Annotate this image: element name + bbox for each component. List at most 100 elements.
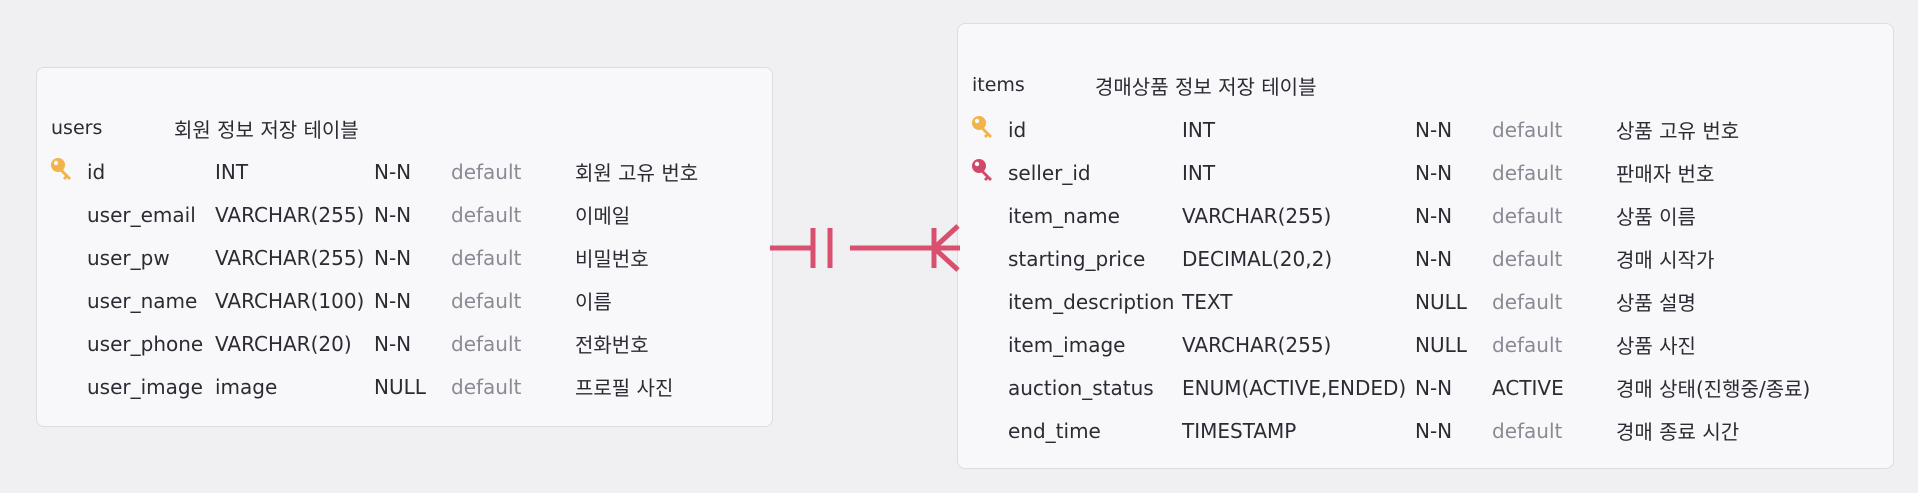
column-row-user-email[interactable]: user_email VARCHAR(255) N-N default 이메일	[37, 193, 772, 236]
column-comment: 회원 고유 번호	[575, 161, 699, 185]
column-comment: 상품 사진	[1616, 334, 1696, 358]
column-name: user_email	[87, 202, 196, 227]
column-comment: 판매자 번호	[1616, 162, 1715, 186]
column-name: item_description	[1008, 289, 1175, 314]
column-name: starting_price	[1008, 246, 1146, 271]
column-default: default	[1492, 203, 1563, 228]
column-row-end-time[interactable]: end_time TIMESTAMP N-N default 경매 종료 시간	[958, 409, 1893, 452]
column-type: DECIMAL(20,2)	[1182, 246, 1333, 271]
column-default: default	[1492, 246, 1563, 271]
table-comment: 회원 정보 저장 테이블	[174, 117, 359, 142]
relation-connector[interactable]	[770, 220, 960, 275]
table-name: users	[51, 117, 103, 139]
column-row-id[interactable]: id INT N-N default 상품 고유 번호	[958, 108, 1893, 151]
column-name: user_image	[87, 374, 203, 399]
column-type: ENUM(ACTIVE,ENDED)	[1182, 375, 1407, 400]
column-nullable: N-N	[374, 159, 412, 184]
column-comment: 상품 고유 번호	[1616, 119, 1740, 143]
column-type: INT	[1182, 117, 1216, 142]
primary-key-icon	[49, 156, 75, 187]
column-name: id	[87, 159, 106, 184]
column-comment: 경매 시작가	[1616, 248, 1715, 272]
column-type: VARCHAR(100)	[215, 288, 365, 313]
column-nullable: N-N	[1415, 160, 1453, 185]
column-nullable: N-N	[1415, 117, 1453, 142]
column-nullable: N-N	[374, 288, 412, 313]
column-default: default	[451, 331, 522, 356]
foreign-key-icon	[970, 157, 996, 188]
column-nullable: N-N	[374, 202, 412, 227]
users-table[interactable]: users 회원 정보 저장 테이블 id INT N-N default 회원 고유 …	[36, 67, 773, 427]
column-comment: 전화번호	[575, 333, 649, 357]
column-nullable: NULL	[374, 374, 426, 399]
one-and-only-one-marker	[810, 228, 833, 268]
column-type: INT	[215, 159, 249, 184]
column-nullable: N-N	[1415, 375, 1453, 400]
table-header: users 회원 정보 저장 테이블	[37, 112, 772, 144]
column-comment: 프로필 사진	[575, 376, 674, 400]
column-nullable: NULL	[1415, 289, 1467, 314]
column-nullable: N-N	[374, 245, 412, 270]
column-default: default	[451, 202, 522, 227]
column-comment: 상품 설명	[1616, 291, 1696, 315]
column-name: user_name	[87, 288, 198, 313]
column-default: default	[451, 159, 522, 184]
column-name: end_time	[1008, 418, 1101, 443]
column-type: TEXT	[1182, 289, 1233, 314]
column-row-item-description[interactable]: item_description TEXT NULL default 상품 설명	[958, 280, 1893, 323]
column-row-user-image[interactable]: user_image image NULL default 프로필 사진	[37, 365, 772, 408]
column-name: id	[1008, 117, 1027, 142]
column-type: VARCHAR(20)	[215, 331, 352, 356]
column-comment: 경매 종료 시간	[1616, 420, 1740, 444]
column-type: image	[215, 374, 278, 399]
column-row-item-name[interactable]: item_name VARCHAR(255) N-N default 상품 이름	[958, 194, 1893, 237]
column-type: VARCHAR(255)	[1182, 332, 1332, 357]
column-name: auction_status	[1008, 375, 1154, 400]
column-comment: 이름	[575, 290, 612, 314]
column-nullable: N-N	[374, 331, 412, 356]
column-default: default	[1492, 289, 1563, 314]
column-comment: 비밀번호	[575, 247, 649, 271]
column-type: VARCHAR(255)	[215, 202, 365, 227]
column-comment: 상품 이름	[1616, 205, 1696, 229]
column-row-seller-id[interactable]: seller_id INT N-N default 판매자 번호	[958, 151, 1893, 194]
column-name: user_phone	[87, 331, 204, 356]
column-row-user-phone[interactable]: user_phone VARCHAR(20) N-N default 전화번호	[37, 322, 772, 365]
column-type: TIMESTAMP	[1182, 418, 1297, 443]
column-default: default	[1492, 332, 1563, 357]
column-default: default	[451, 288, 522, 313]
column-nullable: N-N	[1415, 203, 1453, 228]
column-row-starting-price[interactable]: starting_price DECIMAL(20,2) N-N default 경매 …	[958, 237, 1893, 280]
table-header: items 경매상품 정보 저장 테이블	[958, 69, 1893, 101]
column-nullable: NULL	[1415, 332, 1467, 357]
column-type: INT	[1182, 160, 1216, 185]
primary-key-icon	[970, 114, 996, 145]
column-name: item_image	[1008, 332, 1126, 357]
column-comment: 경매 상태(진행중/종료)	[1616, 377, 1811, 401]
column-type: VARCHAR(255)	[1182, 203, 1332, 228]
column-comment: 이메일	[575, 204, 631, 228]
column-nullable: N-N	[1415, 418, 1453, 443]
table-name: items	[972, 74, 1025, 96]
table-comment: 경매상품 정보 저장 테이블	[1095, 74, 1317, 99]
column-default: default	[1492, 418, 1563, 443]
column-default: default	[1492, 160, 1563, 185]
column-name: seller_id	[1008, 160, 1091, 185]
one-or-many-marker	[931, 224, 960, 272]
column-name: item_name	[1008, 203, 1120, 228]
column-row-id[interactable]: id INT N-N default 회원 고유 번호	[37, 150, 772, 193]
column-row-item-image[interactable]: item_image VARCHAR(255) NULL default 상품 사진	[958, 323, 1893, 366]
column-default: default	[1492, 117, 1563, 142]
column-default: default	[451, 374, 522, 399]
column-row-user-name[interactable]: user_name VARCHAR(100) N-N default 이름	[37, 279, 772, 322]
column-default: ACTIVE	[1492, 375, 1564, 400]
column-row-auction-status[interactable]: auction_status ENUM(ACTIVE,ENDED) N-N ACTIV…	[958, 366, 1893, 409]
column-row-user-pw[interactable]: user_pw VARCHAR(255) N-N default 비밀번호	[37, 236, 772, 279]
column-nullable: N-N	[1415, 246, 1453, 271]
column-type: VARCHAR(255)	[215, 245, 365, 270]
column-default: default	[451, 245, 522, 270]
column-name: user_pw	[87, 245, 170, 270]
